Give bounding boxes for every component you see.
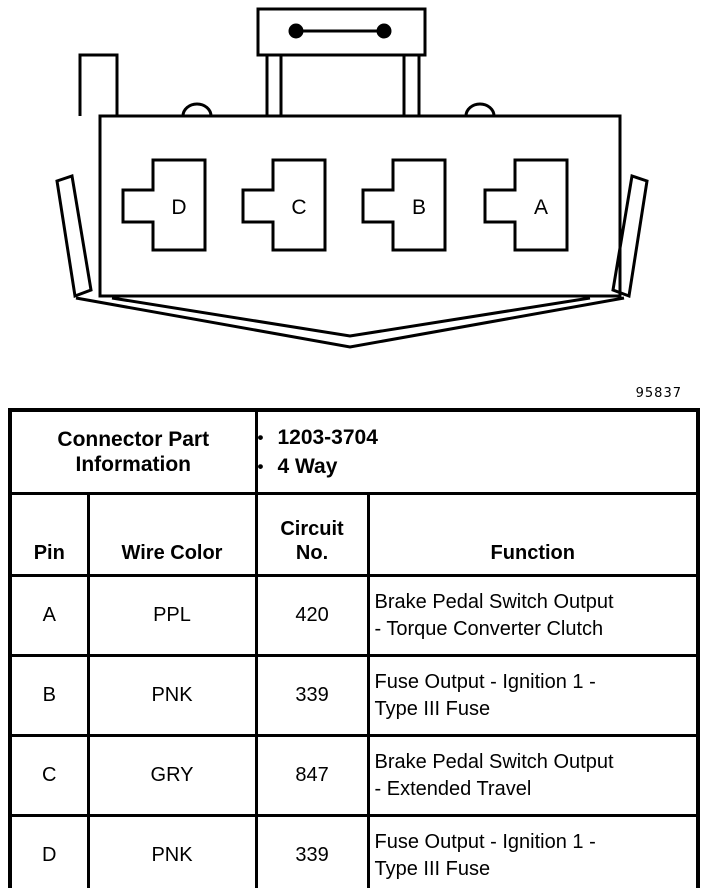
connector-part-info-label: Connector Part Information bbox=[8, 408, 258, 495]
left-wing bbox=[55, 174, 93, 299]
column-header-circuit-no: Circuit No. bbox=[254, 492, 370, 577]
function-cell: Brake Pedal Switch Output - Torque Conve… bbox=[366, 574, 700, 657]
pin-cell: B bbox=[8, 654, 90, 737]
wire-color-cell: PPL bbox=[86, 574, 258, 657]
wire-color-cell: PNK bbox=[86, 814, 258, 888]
pin-cell: A bbox=[8, 574, 90, 657]
bottom-v-inner bbox=[111, 296, 591, 338]
connector-body bbox=[98, 114, 622, 298]
function-cell: Fuse Output - Ignition 1 - Type III Fuse bbox=[366, 654, 700, 737]
lock-tab-pin-left bbox=[288, 23, 304, 39]
connector-face-view: D C B A bbox=[55, 7, 649, 349]
right-wing bbox=[611, 174, 649, 299]
pin-cell: D bbox=[8, 814, 90, 888]
connector-diagram: D C B A bbox=[0, 0, 704, 386]
function-cell: Fuse Output - Ignition 1 - Type III Fuse bbox=[366, 814, 700, 888]
circuit-no-cell: 339 bbox=[254, 814, 370, 888]
pin-cavity-c bbox=[241, 158, 327, 252]
table-row-pin-c: C GRY 847 Brake Pedal Switch Output - Ex… bbox=[8, 734, 700, 817]
bottom-v-outer bbox=[75, 296, 625, 349]
pin-cell: C bbox=[8, 734, 90, 817]
way-count: 4 Way bbox=[277, 454, 338, 478]
lock-tab-pin-right bbox=[376, 23, 392, 39]
pin-cavity-a bbox=[483, 158, 569, 252]
column-header-function: Function bbox=[366, 492, 700, 577]
pin-cavity-b bbox=[361, 158, 447, 252]
part-number-item: • 1203-3704 bbox=[257, 425, 695, 450]
table-row-pin-d: D PNK 339 Fuse Output - Ignition 1 - Typ… bbox=[8, 814, 700, 888]
top-bump-left bbox=[181, 102, 213, 117]
connector-part-info-row: Connector Part Information • 1203-3704 •… bbox=[8, 408, 700, 495]
pin-label-b: B bbox=[412, 196, 426, 219]
bullet-icon: • bbox=[257, 427, 264, 447]
table-row-pin-b: B PNK 339 Fuse Output - Ignition 1 - Typ… bbox=[8, 654, 700, 737]
way-count-item: • 4 Way bbox=[257, 454, 695, 479]
column-header-wire-color: Wire Color bbox=[86, 492, 258, 577]
circuit-no-cell: 420 bbox=[254, 574, 370, 657]
connector-part-info-values: • 1203-3704 • 4 Way bbox=[254, 408, 700, 495]
part-number: 1203-3704 bbox=[277, 425, 378, 449]
bullet-icon: • bbox=[257, 456, 264, 476]
wire-color-cell: GRY bbox=[86, 734, 258, 817]
figure-number: 95837 bbox=[635, 386, 682, 401]
table-header-row: Pin Wire Color Circuit No. Function bbox=[8, 492, 700, 577]
table-row-pin-a: A PPL 420 Brake Pedal Switch Output - To… bbox=[8, 574, 700, 657]
pin-label-c: C bbox=[291, 196, 306, 219]
pin-label-d: D bbox=[171, 196, 186, 219]
pin-label-a: A bbox=[534, 196, 548, 219]
function-cell: Brake Pedal Switch Output - Extended Tra… bbox=[366, 734, 700, 817]
lock-tab bbox=[256, 7, 427, 57]
wire-color-cell: PNK bbox=[86, 654, 258, 737]
top-left-block bbox=[78, 53, 119, 116]
connector-table: Connector Part Information • 1203-3704 •… bbox=[8, 408, 701, 888]
top-bump-right bbox=[464, 102, 496, 117]
circuit-no-cell: 339 bbox=[254, 654, 370, 737]
pin-cavity-d bbox=[121, 158, 207, 252]
column-header-pin: Pin bbox=[8, 492, 90, 577]
circuit-no-cell: 847 bbox=[254, 734, 370, 817]
